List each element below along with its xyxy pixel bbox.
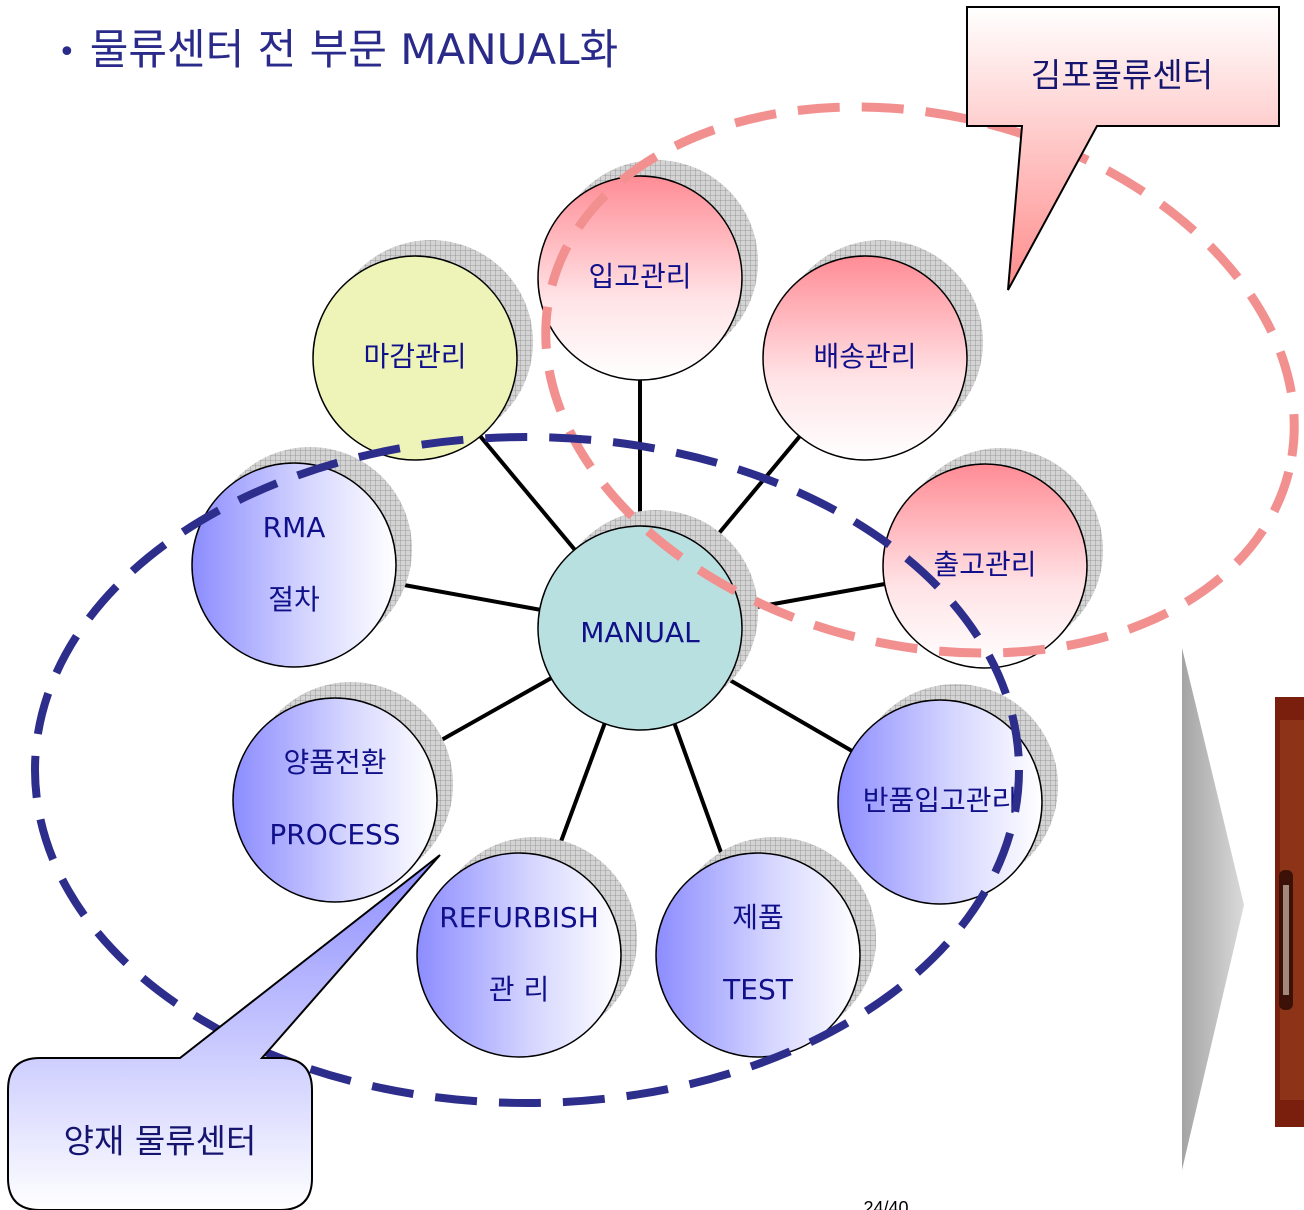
diagram-node: 양품전환 PROCESS [232, 697, 438, 903]
node-circle [762, 255, 968, 461]
node-label: PROCESS [269, 818, 400, 851]
node-circle [537, 175, 743, 381]
node-label: 입고관리 [588, 260, 691, 293]
node-label: 출고관리 [933, 548, 1036, 581]
node-circle [416, 852, 622, 1058]
diagram-node: 제품 TEST [655, 852, 861, 1058]
node-label: 제품 [732, 901, 784, 934]
diagram-node: 입고관리 [537, 175, 743, 381]
gimpo-callout-label: 김포물류센터 [1031, 56, 1213, 95]
node-label: RMA [263, 511, 326, 544]
page-number: 24/40 [863, 1198, 908, 1210]
yangjae-callout-label: 양재 물류센터 [64, 1122, 257, 1161]
diagram-node: 반품입고관리 [837, 699, 1043, 905]
center-node-label: MANUAL [580, 616, 700, 649]
node-circle [882, 463, 1088, 669]
gimpo-callout [966, 6, 1280, 291]
slide-title: • 물류센터 전 부문 MANUAL화 [58, 16, 618, 77]
node-circle [837, 699, 1043, 905]
diagram-node: 배송관리 [762, 255, 968, 461]
center-node: MANUAL [537, 525, 743, 731]
node-label: TEST [722, 973, 794, 1006]
slide-title-text: 물류센터 전 부문 MANUAL화 [89, 25, 619, 74]
yangjae-center-ring [31, 433, 1023, 1107]
node-circle [191, 462, 397, 668]
node-label: 절차 [268, 583, 320, 616]
node-label: 마감관리 [363, 340, 466, 373]
node-circle [655, 852, 861, 1058]
node-label: 양품전환 [283, 746, 386, 779]
diagram-node: 마감관리 [312, 255, 518, 461]
node-label: 관 리 [489, 973, 549, 1006]
node-label: 반품입고관리 [863, 784, 1018, 817]
node-label: REFURBISH [439, 901, 599, 934]
node-label: 배송관리 [813, 340, 916, 373]
bullet-icon: • [58, 35, 76, 70]
diagram-node: 출고관리 [882, 463, 1088, 669]
diagram-node: REFURBISH 관 리 [416, 852, 622, 1058]
gimpo-center-ring [541, 102, 1299, 658]
center-node-circle [537, 525, 743, 731]
diagram-node: RMA 절차 [191, 462, 397, 668]
node-circle [232, 697, 438, 903]
next-chevron-icon [1182, 648, 1244, 1170]
node-circle [312, 255, 518, 461]
photo-edge [1275, 697, 1304, 1127]
